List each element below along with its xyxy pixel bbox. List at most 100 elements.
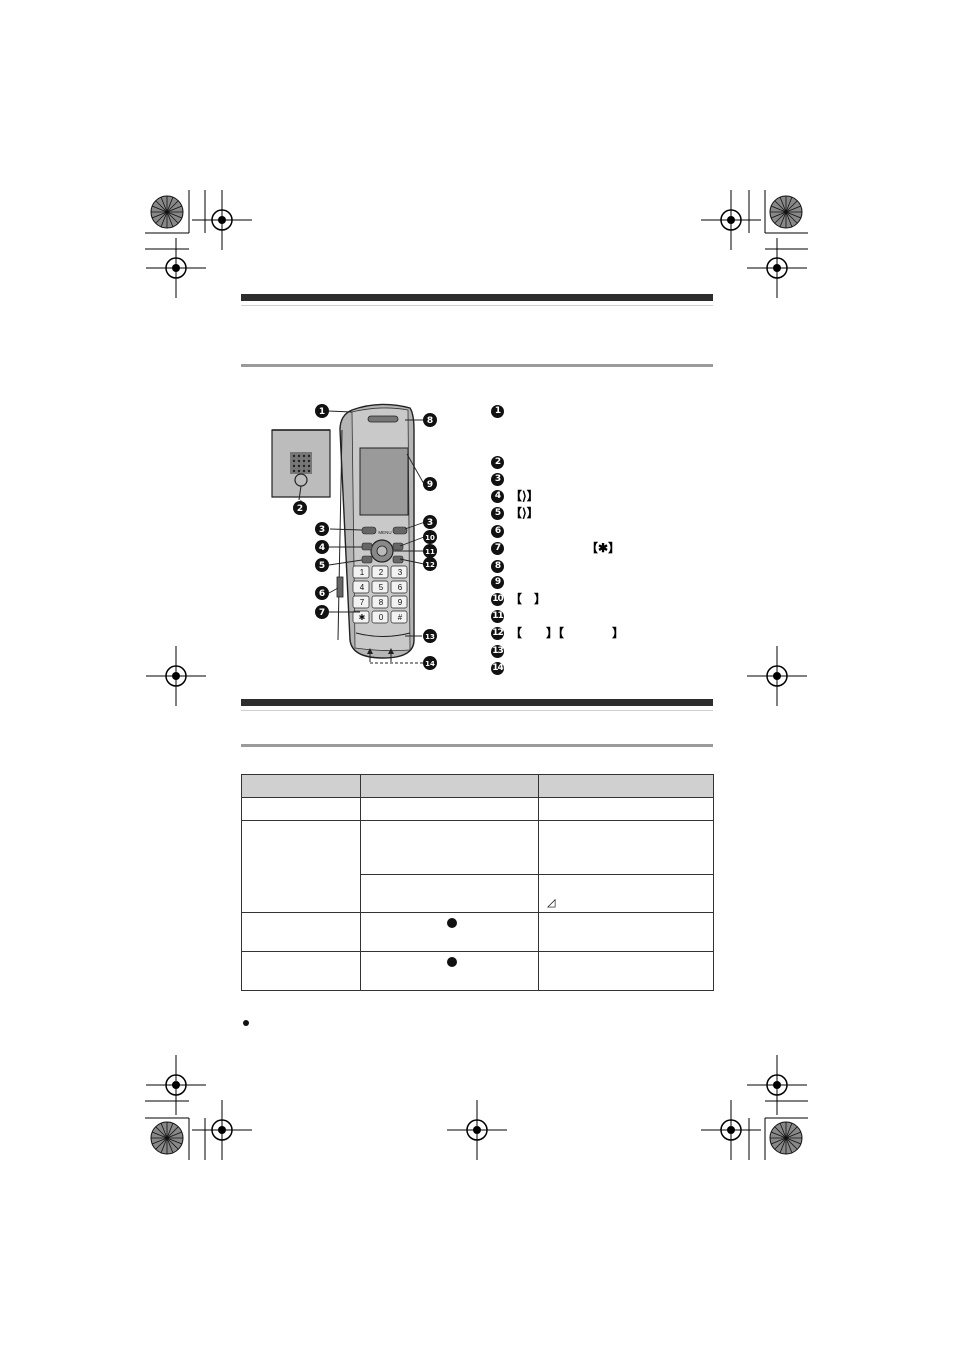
callout-badge bbox=[315, 522, 329, 536]
callout-number-badge: 7 bbox=[491, 541, 504, 555]
keypad-key-label: 3 bbox=[398, 568, 403, 577]
callout-badge-number: 5 bbox=[319, 561, 325, 571]
keypad-key-label: ✱ bbox=[359, 613, 366, 622]
table-row bbox=[241, 797, 714, 821]
callout-badge bbox=[315, 540, 329, 554]
callout-badge-number: 2 bbox=[297, 504, 303, 514]
callout-badge bbox=[423, 656, 437, 670]
indicator-dot-icon bbox=[447, 957, 457, 967]
section-rule-2-thin bbox=[241, 710, 713, 711]
callout-badge-number: 4 bbox=[319, 543, 325, 553]
table-cell bbox=[360, 797, 539, 821]
table-cell bbox=[360, 820, 539, 875]
callout-badge bbox=[315, 404, 329, 418]
table-cell bbox=[241, 820, 361, 913]
callout-number-badge: 13 bbox=[491, 644, 504, 658]
callout-badge-number: 11 bbox=[425, 548, 435, 556]
table-row: ◿ bbox=[242, 874, 714, 913]
table-row bbox=[241, 820, 714, 913]
table-cell bbox=[241, 797, 361, 821]
callout-row: 6 bbox=[491, 523, 510, 539]
callout-badge bbox=[315, 605, 329, 619]
table-cell bbox=[241, 912, 361, 952]
callout-badge-number: 9 bbox=[427, 480, 433, 490]
table-cell bbox=[360, 951, 539, 991]
callout-badge bbox=[315, 558, 329, 572]
table-cell bbox=[538, 797, 714, 821]
callout-badge bbox=[423, 530, 437, 544]
callout-row: 1 bbox=[491, 403, 510, 419]
callout-row: 11 bbox=[491, 608, 510, 624]
keypad-key-label: 7 bbox=[360, 598, 365, 607]
callout-row: 3 bbox=[491, 471, 510, 487]
callout-number-badge: 12 bbox=[491, 626, 504, 640]
callout-number-badge: 11 bbox=[491, 609, 504, 623]
callout-badge-number: 10 bbox=[425, 534, 435, 542]
callout-badge-number: 3 bbox=[427, 518, 433, 528]
keypad-key bbox=[371, 565, 389, 579]
indicator-table: ◿ bbox=[241, 774, 714, 991]
keypad-key bbox=[390, 595, 408, 609]
keypad-key-label: 4 bbox=[360, 583, 365, 592]
callout-number-badge: 9 bbox=[491, 575, 504, 589]
callout-badge bbox=[423, 629, 437, 643]
subsection-rule-1 bbox=[241, 364, 713, 367]
keypad-key-label: 0 bbox=[379, 613, 384, 622]
table-cell bbox=[538, 951, 714, 991]
keypad-key-label: 2 bbox=[379, 568, 384, 577]
callout-text: 【 】【 】 bbox=[510, 626, 625, 640]
callout-row: 7 【✱】 bbox=[491, 540, 620, 556]
keypad-key bbox=[371, 580, 389, 594]
callout-number-badge: 4 bbox=[491, 489, 504, 503]
table-cell bbox=[538, 820, 714, 875]
callout-text: 【⟩】 bbox=[510, 506, 539, 520]
table-row bbox=[241, 912, 714, 952]
callout-row: 2 bbox=[491, 454, 510, 470]
callout-row: 5 【⟩】 bbox=[491, 505, 539, 521]
callout-number-badge: 2 bbox=[491, 455, 504, 469]
indicator-dot-icon bbox=[447, 918, 457, 928]
section-rule-top bbox=[241, 294, 713, 301]
keypad-key bbox=[390, 610, 408, 624]
keypad-key bbox=[352, 595, 370, 609]
callout-row: 8 bbox=[491, 558, 510, 574]
keypad-key-label: 8 bbox=[379, 598, 384, 607]
keypad-key-label: 6 bbox=[398, 583, 403, 592]
callout-badge bbox=[293, 501, 307, 515]
section-rule-2 bbox=[241, 699, 713, 706]
callout-number-badge: 10 bbox=[491, 592, 504, 606]
callout-text: 【⟩】 bbox=[510, 489, 539, 503]
callout-badge bbox=[423, 557, 437, 571]
table-row bbox=[241, 951, 714, 991]
callout-text: 【✱】 bbox=[586, 541, 621, 555]
callout-number-badge: 3 bbox=[491, 472, 504, 486]
table-header-cell bbox=[538, 774, 714, 798]
menu-key-label: MENU bbox=[378, 530, 391, 535]
callout-row: 13 bbox=[491, 643, 510, 659]
callout-row: 9 bbox=[491, 574, 510, 590]
callout-number-badge: 8 bbox=[491, 559, 504, 573]
callout-number-badge: 1 bbox=[491, 404, 504, 418]
keypad-key-label: 1 bbox=[360, 568, 365, 577]
callout-number-badge: 5 bbox=[491, 506, 504, 520]
section-rule-top-thin bbox=[241, 305, 713, 306]
table-header-cell bbox=[241, 774, 361, 798]
callout-badge-number: 7 bbox=[319, 608, 325, 618]
keypad-key bbox=[390, 580, 408, 594]
callout-badge-number: 12 bbox=[425, 561, 435, 569]
callout-badge bbox=[423, 477, 437, 491]
footnote-bullet-icon bbox=[243, 1020, 249, 1026]
callout-badge bbox=[423, 544, 437, 558]
keypad-key bbox=[371, 595, 389, 609]
callout-badge bbox=[423, 413, 437, 427]
keypad-key bbox=[352, 565, 370, 579]
callout-badge-number: 3 bbox=[319, 525, 325, 535]
callout-row: 10【 】 bbox=[491, 591, 546, 607]
callout-badge-number: 13 bbox=[425, 633, 435, 641]
keypad-key-label: 9 bbox=[398, 598, 403, 607]
table-cell bbox=[241, 951, 361, 991]
